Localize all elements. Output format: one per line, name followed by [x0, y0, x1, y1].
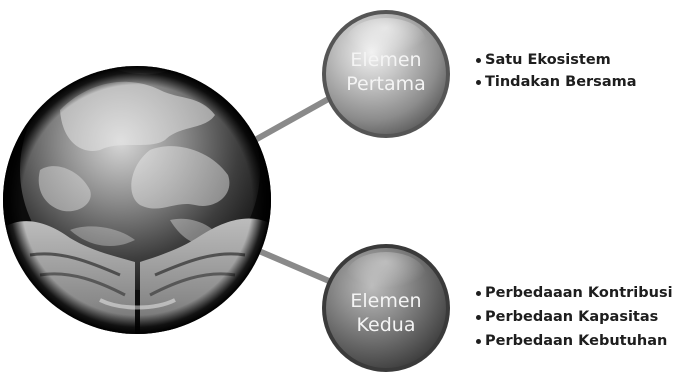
list-item: Perbedaaan Kontribusi [476, 281, 673, 305]
bullet-dot-icon [476, 339, 481, 344]
node-label-line: Pertama [321, 72, 451, 96]
list-item: Tindakan Bersama [476, 71, 637, 93]
bullet-text: Perbedaan Kebutuhan [485, 333, 667, 349]
bullet-dot-icon [476, 58, 481, 63]
bullet-text: Satu Ekosistem [485, 52, 611, 68]
earth-in-hands-icon [0, 50, 274, 381]
node-label-elemen-kedua: Elemen Kedua [321, 289, 451, 337]
node-label-line: Elemen [321, 48, 451, 72]
list-item: Perbedaan Kebutuhan [476, 329, 673, 353]
connector-line-bottom [252, 248, 336, 284]
bullet-dot-icon [476, 291, 481, 296]
bullet-list-elemen-pertama: Satu Ekosistem Tindakan Bersama [476, 49, 637, 93]
node-label-elemen-pertama: Elemen Pertama [321, 48, 451, 96]
connector-line-top [255, 97, 332, 140]
bullet-text: Perbedaaan Kontribusi [485, 285, 673, 301]
node-label-line: Kedua [321, 313, 451, 337]
bullet-text: Tindakan Bersama [485, 74, 637, 90]
bullet-dot-icon [476, 315, 481, 320]
node-label-line: Elemen [321, 289, 451, 313]
list-item: Perbedaan Kapasitas [476, 305, 673, 329]
list-item: Satu Ekosistem [476, 49, 637, 71]
bullet-list-elemen-kedua: Perbedaaan Kontribusi Perbedaan Kapasita… [476, 281, 673, 353]
bullet-dot-icon [476, 80, 481, 85]
bullet-text: Perbedaan Kapasitas [485, 309, 658, 325]
